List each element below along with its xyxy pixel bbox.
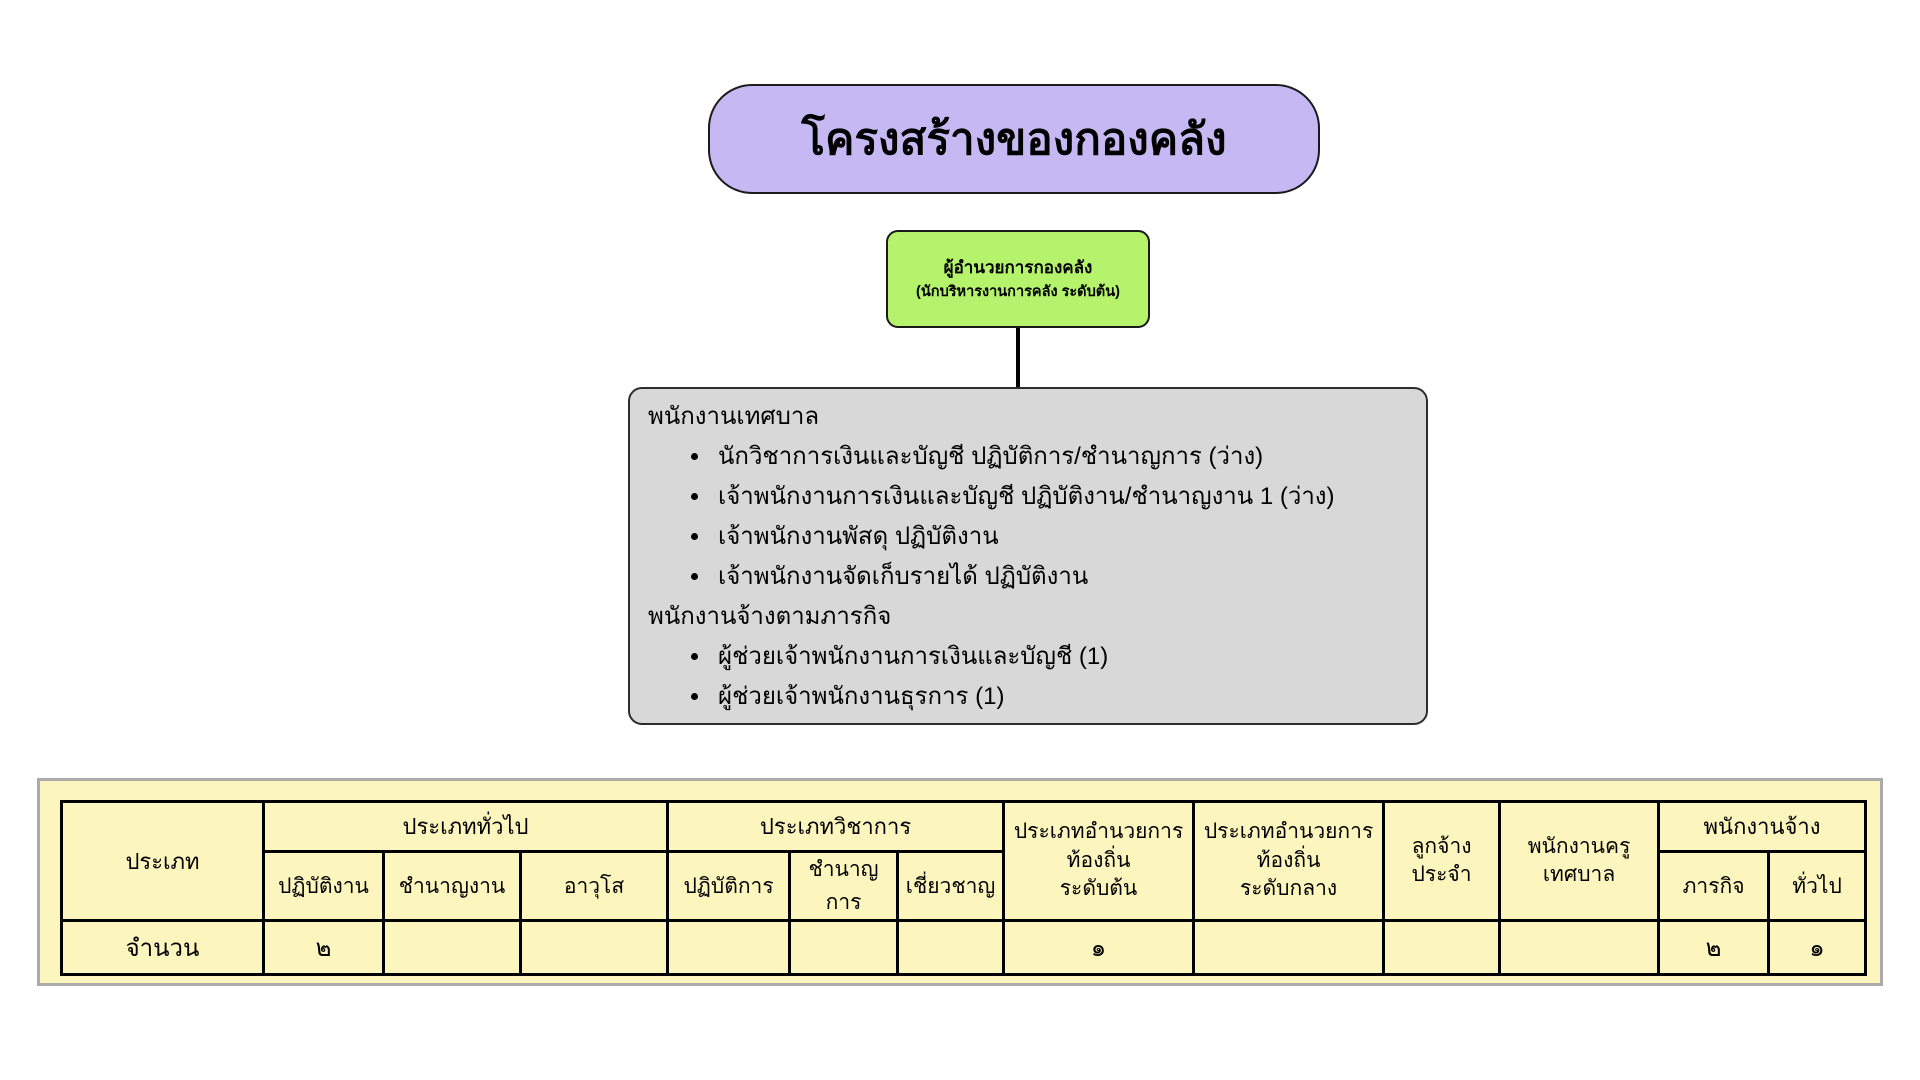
data-cell: ๒ bbox=[262, 919, 385, 976]
data-cell: ๑ bbox=[1767, 919, 1868, 976]
data-cell bbox=[1498, 919, 1661, 976]
director-position: (นักบริหารงานการคลัง ระดับต้น) bbox=[916, 283, 1120, 300]
data-cell bbox=[518, 919, 670, 976]
staffing-table: ประเภท ประเภททั่วไป ประเภทวิชาการ ประเภท… bbox=[60, 800, 1868, 976]
staff-item: เจ้าพนักงานจัดเก็บรายได้ ปฏิบัติงาน bbox=[712, 557, 1408, 597]
header-category: ประเภท bbox=[60, 800, 265, 922]
header-municipal-teacher: พนักงานครู เทศบาล bbox=[1498, 800, 1661, 922]
table-data-row: จำนวน๒๑๒๑ bbox=[60, 919, 1868, 976]
header-group-academic: ประเภทวิชาการ bbox=[666, 800, 1006, 853]
staff-list-municipal: นักวิชาการเงินและบัญชี ปฏิบัติการ/ชำนาญก… bbox=[648, 437, 1408, 597]
staff-node: พนักงานเทศบาล นักวิชาการเงินและบัญชี ปฏิ… bbox=[628, 387, 1428, 725]
staffing-table-frame: ประเภท ประเภททั่วไป ประเภทวิชาการ ประเภท… bbox=[37, 778, 1883, 986]
header-level-cell: ปฏิบัติงาน bbox=[262, 850, 385, 922]
staff-item: เจ้าพนักงานการเงินและบัญชี ปฏิบัติงาน/ชำ… bbox=[712, 477, 1408, 517]
header-level-cell: ชำนาญการ bbox=[788, 850, 900, 922]
header-director-middle-level: ประเภทอำนวยการ ท้องถิ่น ระดับกลาง bbox=[1192, 800, 1386, 922]
header-level-cell: อาวุโส bbox=[518, 850, 670, 922]
data-cell: ๑ bbox=[1002, 919, 1196, 976]
staff-section-header-contract: พนักงานจ้างตามภารกิจ bbox=[648, 603, 892, 630]
header-level-cell: ทั่วไป bbox=[1767, 850, 1868, 922]
header-group-hired-employee: พนักงานจ้าง bbox=[1657, 800, 1868, 853]
header-level-cell: ชำนาญงาน bbox=[382, 850, 522, 922]
data-cell: จำนวน bbox=[60, 919, 265, 976]
staff-item: ผู้ช่วยเจ้าพนักงานธุรการ (1) bbox=[712, 677, 1408, 717]
data-cell bbox=[382, 919, 522, 976]
data-cell bbox=[788, 919, 900, 976]
header-permanent-employee: ลูกจ้าง ประจำ bbox=[1382, 800, 1502, 922]
staff-item: นักวิชาการเงินและบัญชี ปฏิบัติการ/ชำนาญก… bbox=[712, 437, 1408, 477]
header-row-levels: ปฏิบัติงานชำนาญงานอาวุโสปฏิบัติการชำนาญก… bbox=[62, 850, 1868, 922]
director-name: ผู้อำนวยการกองคลัง bbox=[943, 257, 1093, 277]
header-level-cell: เชี่ยวชาญ bbox=[896, 850, 1006, 922]
page-title-text: โครงสร้างของกองคลัง bbox=[801, 115, 1227, 164]
data-cell bbox=[666, 919, 792, 976]
director-node: ผู้อำนวยการกองคลัง (นักบริหารงานการคลัง … bbox=[886, 230, 1150, 328]
data-cell: ๒ bbox=[1657, 919, 1771, 976]
staff-item: เจ้าพนักงานพัสดุ ปฏิบัติงาน bbox=[712, 517, 1408, 557]
header-director-entry-level: ประเภทอำนวยการ ท้องถิ่น ระดับต้น bbox=[1002, 800, 1196, 922]
page-title: โครงสร้างของกองคลัง bbox=[708, 84, 1320, 194]
data-cell bbox=[1382, 919, 1502, 976]
header-level-cell: ภารกิจ bbox=[1657, 850, 1771, 922]
header-row-groups: ประเภท ประเภททั่วไป ประเภทวิชาการ ประเภท… bbox=[60, 800, 1868, 922]
staff-item: ผู้ช่วยเจ้าพนักงานการเงินและบัญชี (1) bbox=[712, 637, 1408, 677]
connector-line bbox=[1016, 328, 1020, 387]
data-cell bbox=[896, 919, 1006, 976]
staff-list-contract: ผู้ช่วยเจ้าพนักงานการเงินและบัญชี (1)ผู้… bbox=[648, 637, 1408, 717]
staff-section-header-municipal: พนักงานเทศบาล bbox=[648, 403, 820, 430]
data-cell bbox=[1192, 919, 1386, 976]
header-level-cell: ปฏิบัติการ bbox=[666, 850, 792, 922]
header-group-general: ประเภททั่วไป bbox=[261, 800, 670, 853]
